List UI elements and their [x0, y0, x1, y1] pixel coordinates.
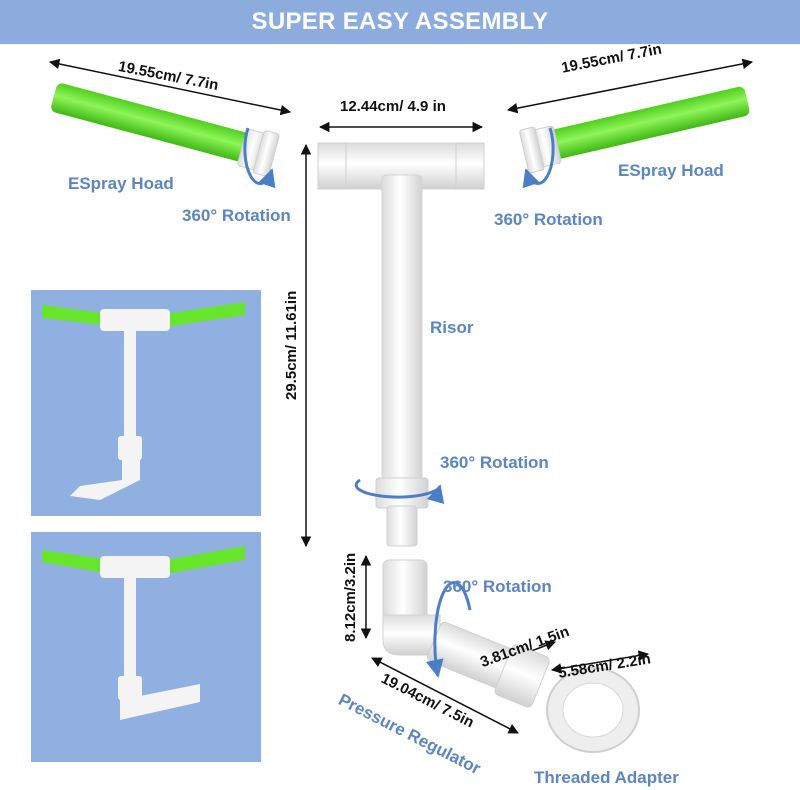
- elbow-height-label: 8.12cm/3.2in: [342, 552, 359, 642]
- title-banner: [0, 0, 800, 44]
- page-title: SUPER EASY ASSEMBLY: [251, 8, 549, 35]
- left-head-name-label: ESpray Hoad: [68, 174, 174, 193]
- tee-width-label: 12.44cm/ 4.9 in: [340, 98, 446, 115]
- elbow-rotation-label: 360° Rotation: [443, 577, 552, 596]
- left-head-rotation-label: 360° Rotation: [182, 206, 291, 225]
- riser-name-label: Risor: [430, 318, 474, 337]
- right-spray-head: [519, 86, 750, 174]
- riser-tee: [317, 142, 485, 547]
- right-head-name-label: ESpray Hoad: [618, 161, 724, 180]
- rotation-arrow-icon: [243, 127, 555, 678]
- threaded-adapter: [546, 667, 640, 753]
- assembled-sprinkler-bottom: [42, 546, 245, 720]
- riser-rotation-label: 360° Rotation: [440, 453, 549, 472]
- pressure-regulator: [382, 559, 550, 708]
- riser-height-label: 29.5cm/ 11.61in: [283, 290, 300, 400]
- right-head-rotation-label: 360° Rotation: [494, 210, 603, 229]
- assembled-sprinkler-top: [42, 302, 245, 500]
- adapter-name-label: Threaded Adapter: [534, 768, 679, 787]
